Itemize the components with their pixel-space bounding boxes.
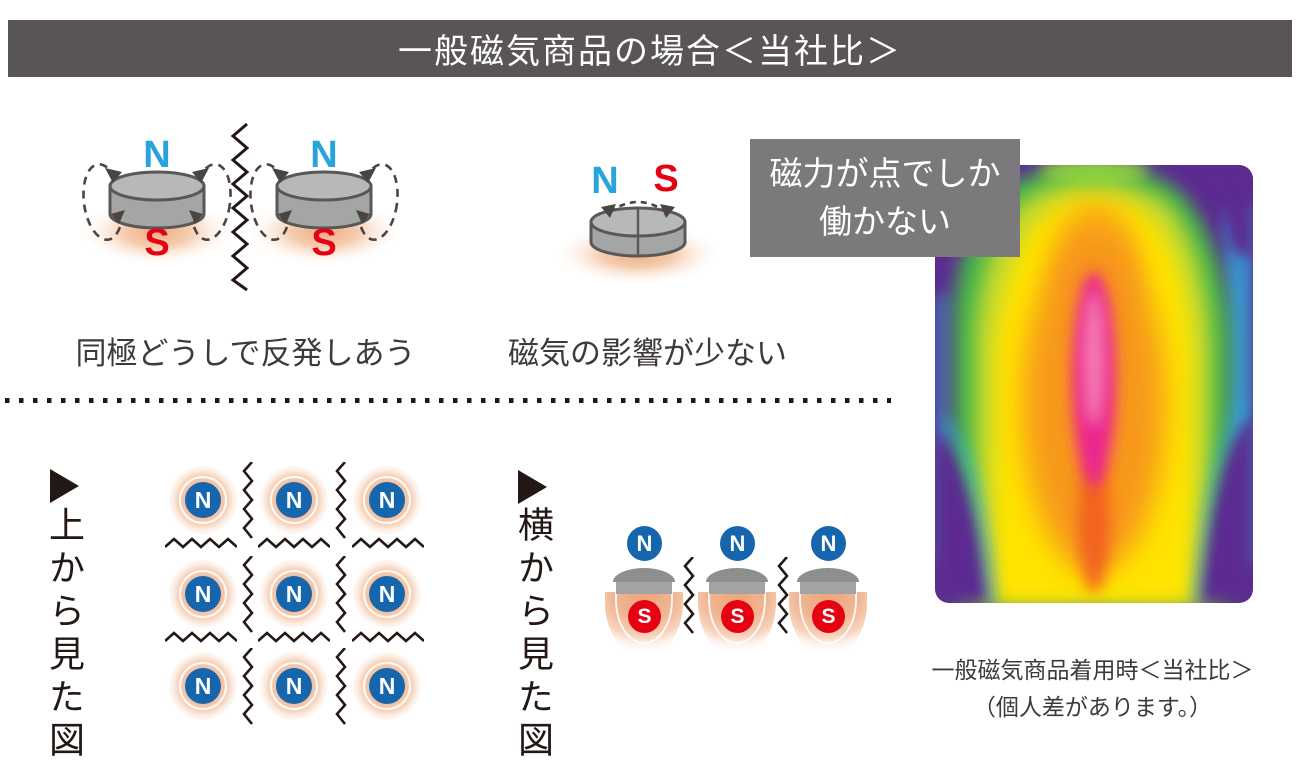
repulsion-zigzag-icon: [335, 556, 347, 633]
top-view-magnet: N: [353, 466, 421, 534]
repulsion-zigzag-icon: [777, 557, 789, 634]
glow-ring: [179, 570, 227, 618]
section-arrow-icon: [50, 469, 79, 503]
glow-ring: [179, 476, 227, 524]
thermal-caption-line1: 一般磁気商品着用時＜当社比＞: [931, 657, 1254, 683]
repulsion-zigzag-icon: [165, 537, 237, 549]
header-title: 一般磁気商品の場合＜当社比＞: [398, 33, 902, 71]
pole-s-label: S: [653, 158, 679, 200]
thermography-image: [935, 165, 1253, 603]
magnet-disc-top: [108, 170, 206, 202]
thermography-art: [935, 165, 1253, 603]
repulsion-zigzag-icon: [258, 537, 330, 549]
magnet-dome: [706, 568, 768, 582]
pole-n-badge: N: [627, 526, 662, 561]
glow-ring: [363, 476, 411, 524]
callout-line2: 働かない: [819, 203, 951, 240]
pole-s-badge: S: [812, 600, 845, 633]
top-view-magnet: N: [353, 652, 421, 720]
repulsion-zigzag-icon: [352, 631, 424, 643]
magnet-band: [709, 582, 765, 594]
field-arrows: [601, 204, 675, 218]
pole-n-badge: N: [369, 668, 405, 704]
pole-s-label: S: [311, 222, 337, 264]
top-view-magnet: N: [260, 652, 328, 720]
repulsion-zigzag-icon: [242, 648, 254, 725]
dotted-divider: [5, 398, 891, 403]
top-view-magnet: N: [169, 560, 237, 628]
single-caption: 磁気の影響が少ない: [508, 336, 787, 371]
pole-n-label: N: [143, 134, 171, 176]
magnet-band: [800, 582, 856, 594]
callout-box: 磁力が点でしか 働かない: [750, 139, 1020, 257]
field-arrows: [272, 168, 376, 224]
single-magnet-illustration: [558, 200, 718, 284]
top-view-magnet: N: [260, 466, 328, 534]
field-arrows: [105, 168, 209, 224]
pole-n-badge: N: [369, 482, 405, 518]
pole-s-badge: S: [721, 600, 754, 633]
section-arrow-icon: [518, 470, 547, 504]
glow-ring: [270, 570, 318, 618]
side-view-label: 横から見た図: [513, 506, 554, 764]
pole-n-badge: N: [276, 668, 312, 704]
repulsion-zigzag-icon: [165, 631, 237, 643]
top-view-magnet: N: [260, 560, 328, 628]
pole-n-badge: N: [185, 576, 221, 612]
pole-n-label: N: [310, 134, 338, 176]
pole-n-badge: N: [185, 668, 221, 704]
top-view-magnet: N: [169, 466, 237, 534]
callout-line1: 磁力が点でしか: [769, 155, 1001, 193]
repulsion-zigzag-icon: [242, 556, 254, 633]
glow-ring: [179, 662, 227, 710]
pole-n-badge: N: [811, 526, 846, 561]
glow-ring: [270, 476, 318, 524]
pole-s-badge: S: [628, 600, 661, 633]
pole-n-badge: N: [185, 482, 221, 518]
magnet-disc-top: [275, 170, 373, 202]
repulsion-zigzag-icon: [258, 631, 330, 643]
pole-s-label: S: [144, 222, 170, 264]
thermal-caption-line2: （個人差があります。）: [972, 694, 1213, 720]
repel-magnet-left-illustration: [82, 162, 232, 264]
magnet-band: [616, 582, 672, 594]
repulsion-zigzag-icon: [335, 648, 347, 725]
repulsion-zigzag-icon: [683, 557, 695, 634]
magnet-dome: [613, 568, 675, 582]
header-banner: 一般磁気商品の場合＜当社比＞: [8, 20, 1292, 77]
repulsion-zigzag-icon: [230, 122, 250, 292]
top-view-magnet: N: [353, 560, 421, 628]
top-view-label: 上から見た図: [44, 506, 85, 764]
pole-n-label: N: [591, 160, 619, 202]
repulsion-zigzag-icon: [335, 462, 347, 539]
glow-ring: [363, 662, 411, 710]
top-view-magnet: N: [169, 652, 237, 720]
repulsion-zigzag-icon: [352, 537, 424, 549]
glow-ring: [363, 570, 411, 618]
repel-magnet-right-illustration: [249, 162, 399, 264]
repel-caption: 同極どうしで反発しあう: [75, 336, 416, 371]
pole-n-badge: N: [369, 576, 405, 612]
pole-n-badge: N: [276, 576, 312, 612]
magnet-dome: [797, 568, 859, 582]
pole-n-badge: N: [276, 482, 312, 518]
pole-n-badge: N: [720, 526, 755, 561]
glow-ring: [270, 662, 318, 710]
repulsion-zigzag-icon: [242, 462, 254, 539]
